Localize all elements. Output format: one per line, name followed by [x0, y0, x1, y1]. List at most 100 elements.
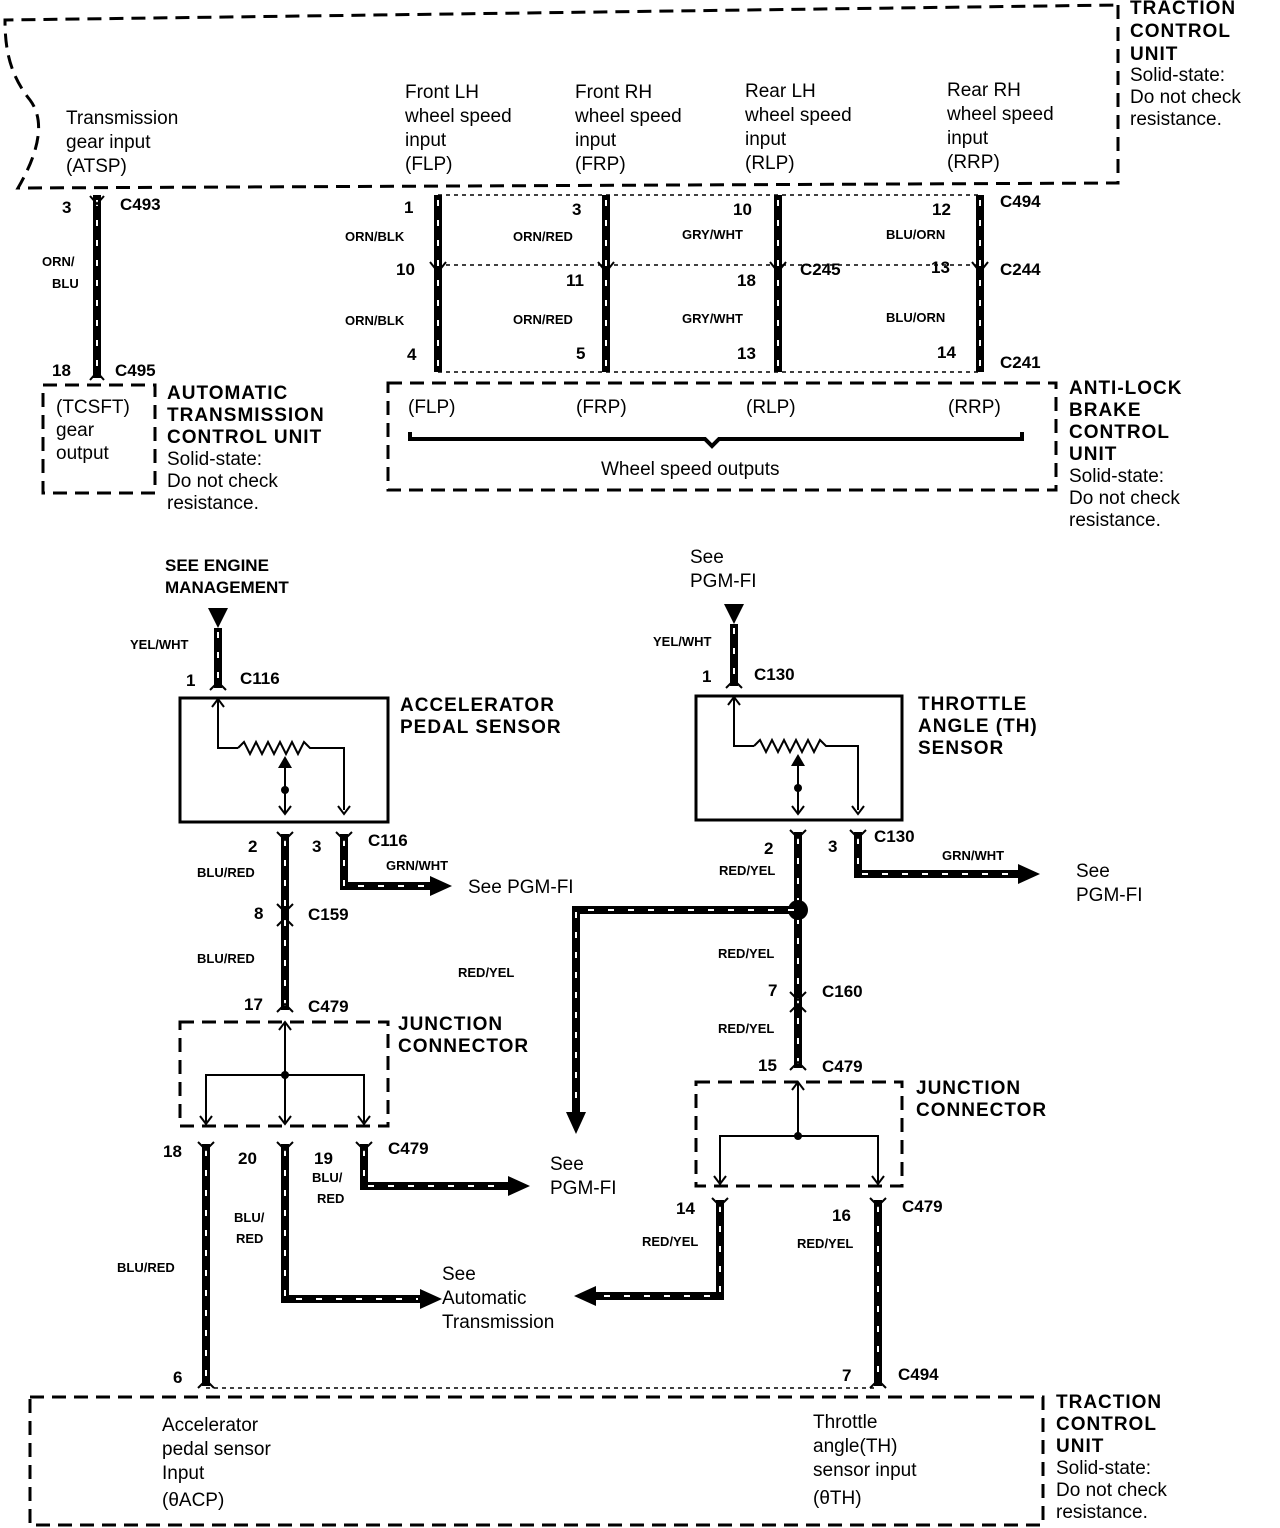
aps-color-19-2: RED — [317, 1191, 344, 1206]
pin-flp-bottom: 4 — [407, 345, 417, 364]
ths-jc-title-1: JUNCTION — [916, 1078, 1021, 1099]
color-rrp-top: BLU/ORN — [886, 227, 945, 242]
ths-see-3-2: PGM-FI — [1076, 885, 1143, 906]
aps-pin-in: 1 — [186, 671, 195, 690]
atcu-box-line-3: output — [56, 443, 110, 464]
ths-title-2: ANGLE (TH) — [918, 716, 1038, 737]
ths-pin3: 3 — [828, 837, 837, 856]
tcu-bottom-input-right-4: (θTH) — [813, 1488, 862, 1509]
ths-input-triangle — [724, 604, 744, 624]
tcu-bottom-conn: C494 — [898, 1365, 939, 1384]
ths-jc-title-2: CONNECTOR — [916, 1100, 1047, 1121]
tcu-input-atsp: Transmission gear input (ATSP) — [66, 108, 178, 177]
tcu-top-title-3: UNIT — [1130, 44, 1178, 65]
abs-note-2: Do not check — [1069, 488, 1180, 509]
tcu-input-frp: Front RH wheel speed input (FRP) — [574, 82, 682, 175]
tcu-top-note-3: resistance. — [1130, 109, 1222, 130]
aps-conn-c159: C159 — [308, 905, 349, 924]
ths-title-3: SENSOR — [918, 738, 1004, 759]
pin-rrp-top: 12 — [932, 200, 951, 219]
ths-color-2b: RED/YEL — [718, 946, 774, 961]
tcu-input-rlp-line-4: (RLP) — [745, 153, 795, 174]
aps-title-2: PEDAL SENSOR — [400, 717, 562, 738]
tcu-top-note-1: Solid-state: — [1130, 65, 1225, 86]
ths-circuit: See PGM-FI YEL/WHT 1 C130 THROTTLE ANGLE… — [458, 547, 1143, 1389]
aps-color-20-2: RED — [236, 1231, 263, 1246]
tcu-input-atsp-line-3: (ATSP) — [66, 156, 127, 177]
tcu-bottom-pin-right: 7 — [842, 1366, 851, 1385]
pin-atsp-top: 3 — [62, 198, 71, 217]
tcu-input-flp-line-2: wheel speed — [404, 106, 512, 127]
tcu-input-frp-line-4: (FRP) — [575, 154, 626, 175]
conn-c495: C495 — [115, 361, 156, 380]
ths-sensor-box — [694, 694, 904, 822]
color-flp-bottom: ORN/BLK — [345, 313, 405, 328]
ths-color-2a: RED/YEL — [719, 863, 775, 878]
ths-color-3: GRN/WHT — [942, 848, 1004, 863]
abs-note-3: resistance. — [1069, 510, 1161, 531]
ths-pin-c160: 7 — [768, 981, 777, 1000]
conn-c494-top: C494 — [1000, 192, 1041, 211]
ths-color-splice: RED/YEL — [458, 965, 514, 980]
tcu-input-flp-line-1: Front LH — [405, 82, 479, 103]
tcu-bottom-title-1: TRACTION — [1056, 1392, 1162, 1413]
aps-color-3: GRN/WHT — [386, 858, 448, 873]
tcu-input-rlp-line-3: input — [745, 129, 787, 150]
abs-title-4: UNIT — [1069, 444, 1117, 465]
tcu-bottom: 6 7 C494 Accelerator pedal sensor Input … — [28, 1365, 1167, 1527]
wire-atsp: 3 C493 ORN/ BLU 18 C495 — [42, 195, 161, 381]
pin-flp-mid: 10 — [396, 260, 415, 279]
conn-c241: C241 — [1000, 353, 1041, 372]
aps-conn-c479-in: C479 — [308, 997, 349, 1016]
tcu-input-rrp-line-3: input — [947, 128, 989, 149]
tcu-input-rrp-line-2: wheel speed — [946, 104, 1054, 125]
tcu-top-note-2: Do not check — [1130, 87, 1241, 108]
tcu-top-title-1: TRACTION — [1130, 0, 1236, 19]
tcu-input-atsp-line-1: Transmission — [66, 108, 178, 129]
aps-pin-c159: 8 — [254, 904, 263, 923]
ths-pin-c479-in: 15 — [758, 1056, 777, 1075]
conn-c245: C245 — [800, 260, 841, 279]
ths-conn-c479-out: C479 — [902, 1197, 943, 1216]
aps-see-3: See PGM-FI — [468, 877, 574, 898]
aps-sensor-box — [178, 696, 390, 824]
aps-color-18: BLU/RED — [117, 1260, 175, 1275]
ths-see-2: PGM-FI — [690, 571, 757, 592]
aps-input-triangle — [208, 608, 228, 628]
ths-see-1: See — [690, 547, 724, 568]
color-atsp-2: BLU — [52, 276, 79, 291]
tcu-bottom-input-left-3: Input — [162, 1463, 205, 1484]
color-rlp-bottom: GRY/WHT — [682, 311, 743, 326]
ths-title-1: THROTTLE — [918, 694, 1027, 715]
aps-circuit: SEE ENGINE MANAGEMENT YEL/WHT 1 C116 ACC… — [117, 556, 617, 1389]
pin-rlp-mid: 18 — [737, 271, 756, 290]
aps-see-19-2: PGM-FI — [550, 1178, 617, 1199]
color-rlp-top: GRY/WHT — [682, 227, 743, 242]
tcu-input-rrp-line-4: (RRP) — [947, 152, 1000, 173]
color-atsp-1: ORN/ — [42, 254, 75, 269]
aps-pin-19: 19 — [314, 1149, 333, 1168]
aps-color-2b: BLU/RED — [197, 951, 255, 966]
aps-see-1: SEE ENGINE — [165, 556, 269, 575]
abs-title-2: BRAKE — [1069, 400, 1142, 421]
abs-output-frp: (FRP) — [576, 397, 627, 418]
pin-frp-top: 3 — [572, 200, 581, 219]
abs-wheel-speed-label: Wheel speed outputs — [601, 459, 780, 480]
tcu-input-rlp-line-1: Rear LH — [745, 81, 816, 102]
atcu-box-line-2: gear — [56, 420, 95, 441]
tcu-bottom-input-right-1: Throttle — [813, 1412, 877, 1433]
ths-conn-c479-in: C479 — [822, 1057, 863, 1076]
pin-rrp-bottom: 14 — [937, 343, 956, 362]
tcu-bottom-input-right-3: sensor input — [813, 1460, 917, 1481]
tcu-input-rlp: Rear LH wheel speed input (RLP) — [744, 81, 852, 174]
aps-color-20-1: BLU/ — [234, 1210, 265, 1225]
pin-frp-mid: 11 — [566, 271, 584, 290]
conn-c493: C493 — [120, 195, 161, 214]
aps-color-2a: BLU/RED — [197, 865, 255, 880]
ths-resistor — [753, 737, 859, 810]
wheel-speed-wires: 1 ORN/BLK 10 ORN/BLK 4 3 ORN/RED 11 ORN/… — [345, 192, 1041, 373]
pin-rlp-bottom: 13 — [737, 344, 756, 363]
tcu-bottom-note-3: resistance. — [1056, 1502, 1148, 1523]
tcu-input-frp-line-3: input — [575, 130, 617, 151]
tcu-bottom-note-1: Solid-state: — [1056, 1458, 1151, 1479]
